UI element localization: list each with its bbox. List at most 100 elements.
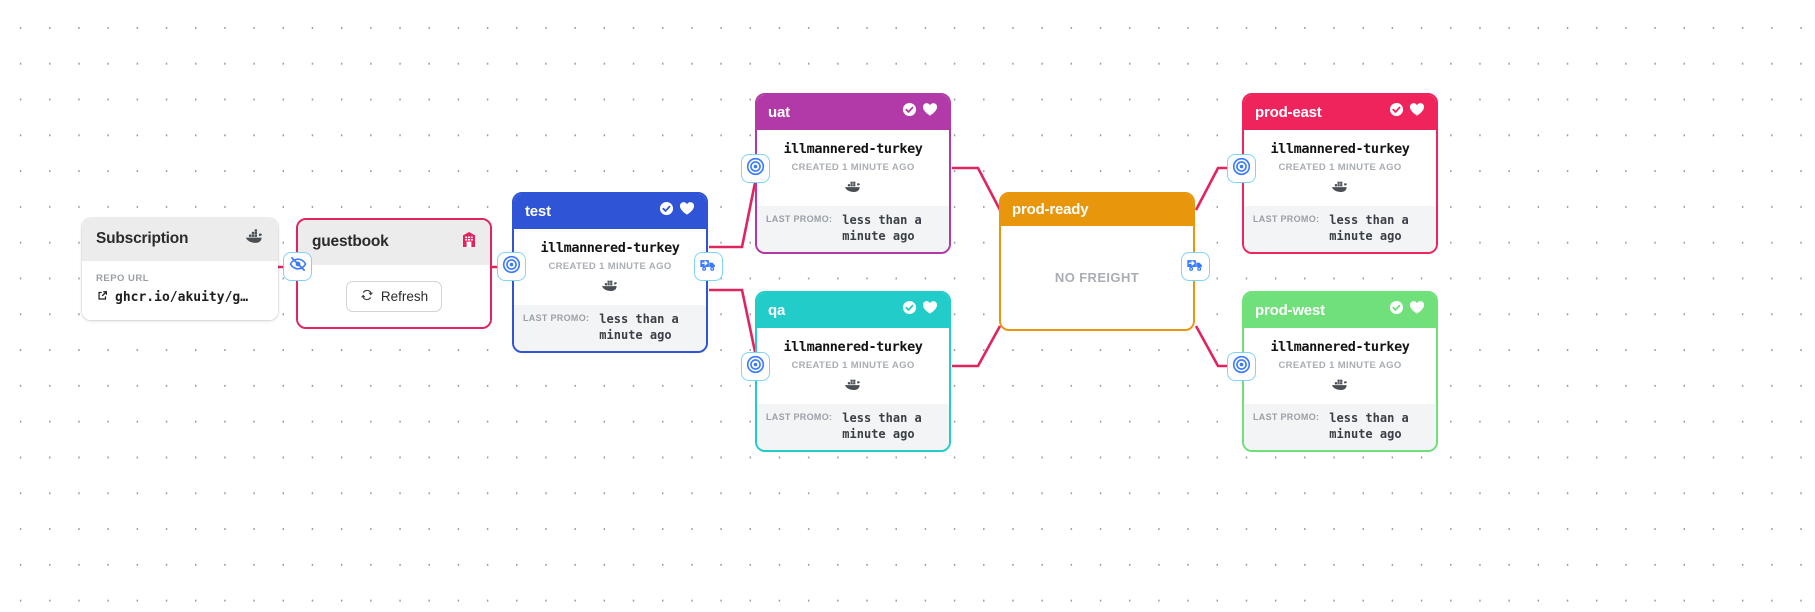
docker-icon xyxy=(765,377,941,395)
last-promo-label: LAST PROMO: xyxy=(1253,214,1320,224)
warehouse-icon xyxy=(462,231,476,253)
freight-name-prod-west: illmannered-turkey xyxy=(1270,339,1410,355)
truck-icon xyxy=(699,255,718,279)
stage-card-qa[interactable]: qa illmannered-turkey CREATED 1 MINUTE A… xyxy=(755,291,951,453)
docker-icon xyxy=(1252,377,1428,395)
heart-icon xyxy=(922,300,938,320)
refresh-button[interactable]: Refresh xyxy=(345,280,443,312)
stage-status-icons-qa xyxy=(902,300,938,320)
repo-url-label: REPO URL xyxy=(96,273,150,284)
freight-created-qa: CREATED 1 MINUTE AGO xyxy=(791,360,915,371)
subscription-card[interactable]: Subscription REPO URL xyxy=(82,218,278,320)
stage-node-uat[interactable]: uat illmannered-turkey CREATED 1 MINUTE … xyxy=(755,93,951,255)
heart-icon xyxy=(1409,300,1425,320)
stage-node-qa[interactable]: qa illmannered-turkey CREATED 1 MINUTE A… xyxy=(755,291,951,453)
stage-node-prod-ready[interactable]: prod-ready NO FREIGHT xyxy=(999,192,1195,331)
heart-icon xyxy=(1409,102,1425,122)
stage-status-icons-uat xyxy=(902,102,938,122)
stage-title-prod-ready: prod-ready xyxy=(1012,201,1089,218)
freight-created-prod-west: CREATED 1 MINUTE AGO xyxy=(1278,360,1402,371)
warehouse-body: Refresh xyxy=(298,265,490,327)
uat-promote-freight-badge[interactable] xyxy=(741,154,770,183)
stage-status-icons-prod-west xyxy=(1389,300,1425,320)
stage-header-test: test xyxy=(514,194,706,229)
stage-status-icons-prod-east xyxy=(1389,102,1425,122)
docker-icon xyxy=(1252,179,1428,197)
qa-promote-freight-badge[interactable] xyxy=(741,352,770,381)
stage-footer-prod-east: LAST PROMO: less than a minute ago xyxy=(1244,206,1436,253)
last-promo-label: LAST PROMO: xyxy=(766,412,833,422)
subscription-body: REPO URL ghcr.io/akuity/g… xyxy=(82,261,278,320)
warehouse-header: guestbook xyxy=(298,220,490,265)
stage-body-qa: illmannered-turkey CREATED 1 MINUTE AGO xyxy=(757,328,949,404)
freight-name-test: illmannered-turkey xyxy=(540,240,680,256)
stage-title-qa: qa xyxy=(768,301,786,319)
freight-created-test: CREATED 1 MINUTE AGO xyxy=(548,261,672,272)
check-circle-icon xyxy=(902,102,917,122)
prod-ready-promote-downstream-badge[interactable] xyxy=(1181,252,1210,281)
test-promote-downstream-badge[interactable] xyxy=(694,252,723,281)
last-promo-value-uat: less than a minute ago xyxy=(842,213,922,243)
heart-icon xyxy=(922,102,938,122)
stage-footer-uat: LAST PROMO: less than a minute ago xyxy=(757,206,949,253)
last-promo-label: LAST PROMO: xyxy=(1253,412,1320,422)
stage-node-prod-east[interactable]: prod-east illmannered-turkey CREATED 1 M… xyxy=(1242,93,1438,255)
target-icon xyxy=(1232,355,1251,379)
subscription-title: Subscription xyxy=(96,230,189,247)
no-freight-text: NO FREIGHT xyxy=(1054,270,1140,285)
stage-node-test[interactable]: test illmannered-turkey CREATED 1 MINUTE… xyxy=(512,192,708,354)
subscription-node[interactable]: Subscription REPO URL xyxy=(82,218,278,320)
stage-footer-test: LAST PROMO: less than a minute ago xyxy=(514,305,706,352)
check-circle-icon xyxy=(1389,102,1404,122)
repo-url-text: ghcr.io/akuity/g… xyxy=(115,290,249,305)
last-promo-value-prod-east: less than a minute ago xyxy=(1329,213,1409,243)
warehouse-node-guestbook[interactable]: guestbook xyxy=(296,218,492,329)
freight-created-prod-east: CREATED 1 MINUTE AGO xyxy=(1278,162,1402,173)
target-icon xyxy=(746,355,765,379)
stage-card-prod-west[interactable]: prod-west illmannered-turkey CREATED 1 M… xyxy=(1242,291,1438,453)
docker-icon xyxy=(765,179,941,197)
subscription-visibility-badge[interactable] xyxy=(283,252,312,281)
target-icon xyxy=(746,157,765,181)
truck-icon xyxy=(1186,255,1205,279)
edge-qa-prodready xyxy=(952,325,1002,368)
prod-east-promote-freight-badge[interactable] xyxy=(1227,154,1256,183)
warehouse-title: guestbook xyxy=(312,233,389,250)
freight-created-uat: CREATED 1 MINUTE AGO xyxy=(791,162,915,173)
last-promo-label: LAST PROMO: xyxy=(523,313,590,323)
last-promo-value-qa: less than a minute ago xyxy=(842,411,922,441)
stage-card-prod-east[interactable]: prod-east illmannered-turkey CREATED 1 M… xyxy=(1242,93,1438,255)
external-link-icon xyxy=(96,289,109,306)
subscription-header: Subscription xyxy=(82,218,278,261)
stage-node-prod-west[interactable]: prod-west illmannered-turkey CREATED 1 M… xyxy=(1242,291,1438,453)
stage-body-prod-west: illmannered-turkey CREATED 1 MINUTE AGO xyxy=(1244,328,1436,404)
last-promo-value-prod-west: less than a minute ago xyxy=(1329,411,1409,441)
refresh-label: Refresh xyxy=(380,288,429,304)
eye-off-icon xyxy=(289,255,307,278)
stage-title-prod-west: prod-west xyxy=(1255,301,1325,319)
last-promo-value-test: less than a minute ago xyxy=(599,312,679,342)
stage-card-uat[interactable]: uat illmannered-turkey CREATED 1 MINUTE … xyxy=(755,93,951,255)
repo-url-value-row[interactable]: ghcr.io/akuity/g… xyxy=(96,289,264,306)
stage-header-prod-west: prod-west xyxy=(1244,293,1436,328)
check-circle-icon xyxy=(902,300,917,320)
stage-footer-qa: LAST PROMO: less than a minute ago xyxy=(757,404,949,451)
test-promote-freight-badge[interactable] xyxy=(497,252,526,281)
target-icon xyxy=(502,255,521,279)
docker-icon xyxy=(522,278,698,296)
stage-title-test: test xyxy=(525,202,551,220)
check-circle-icon xyxy=(659,201,674,221)
edge-uat-prodready xyxy=(952,166,1002,211)
stage-body-prod-east: illmannered-turkey CREATED 1 MINUTE AGO xyxy=(1244,130,1436,206)
stage-header-qa: qa xyxy=(757,293,949,328)
stage-footer-prod-west: LAST PROMO: less than a minute ago xyxy=(1244,404,1436,451)
warehouse-card[interactable]: guestbook xyxy=(296,218,492,329)
prod-west-promote-freight-badge[interactable] xyxy=(1227,352,1256,381)
freight-name-uat: illmannered-turkey xyxy=(783,141,923,157)
docker-icon xyxy=(245,229,264,249)
stage-title-prod-east: prod-east xyxy=(1255,103,1322,121)
stage-header-prod-ready: prod-ready xyxy=(1001,194,1193,226)
stage-card-prod-ready[interactable]: prod-ready NO FREIGHT xyxy=(999,192,1195,331)
stage-card-test[interactable]: test illmannered-turkey CREATED 1 MINUTE… xyxy=(512,192,708,354)
